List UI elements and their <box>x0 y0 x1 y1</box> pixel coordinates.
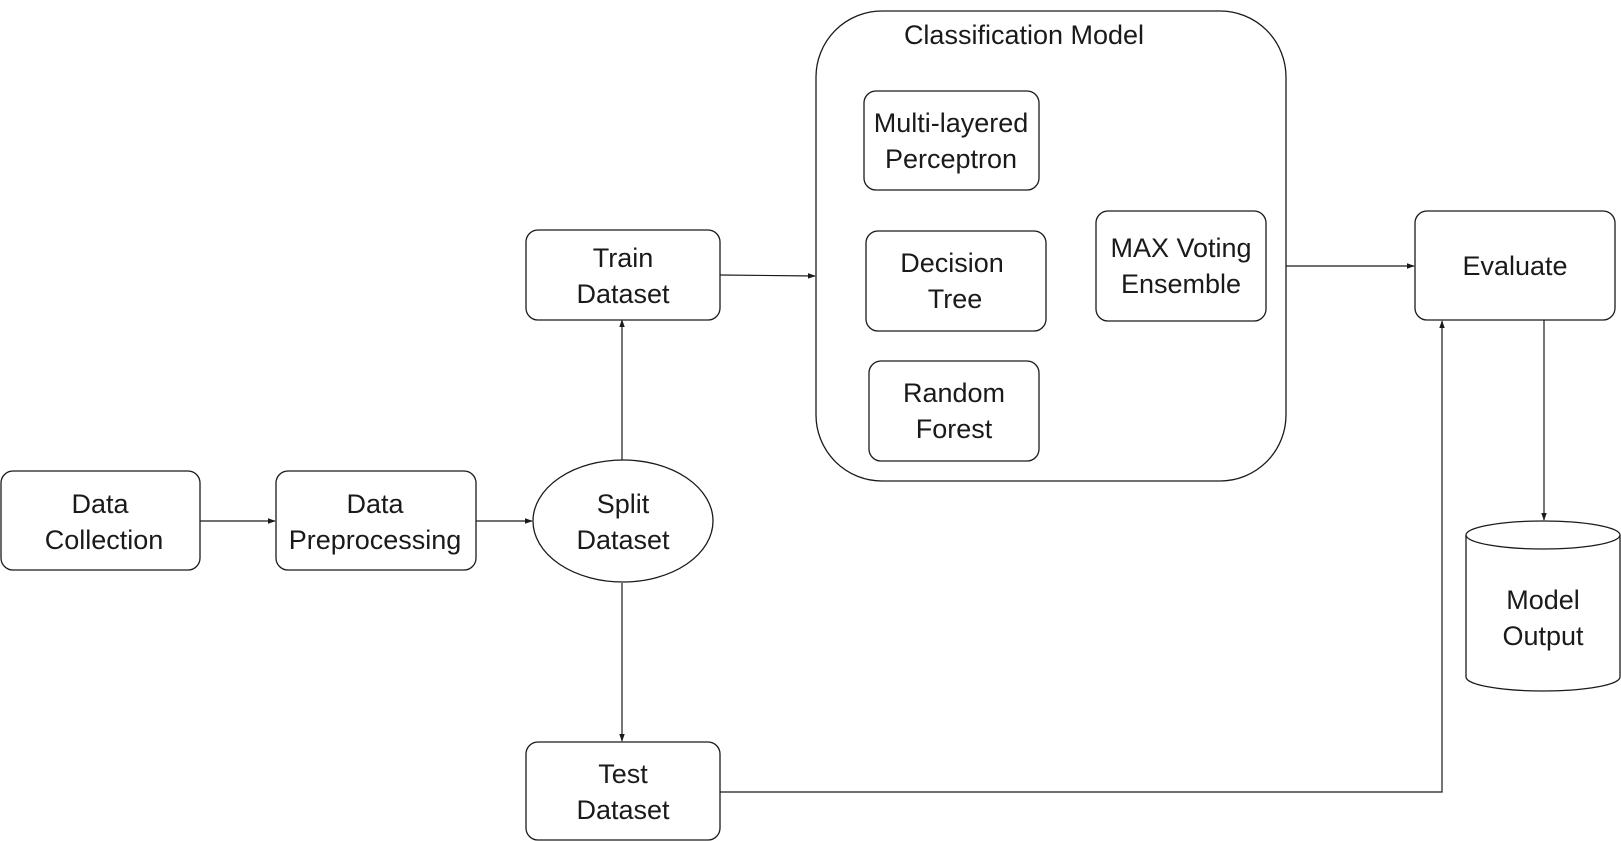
node-split-dataset[interactable]: Split Dataset <box>532 459 714 583</box>
mlp-label-1: Multi-layered <box>874 108 1029 138</box>
node-multi-layered-perceptron[interactable]: Multi-layered Perceptron <box>863 90 1040 191</box>
max-voting-label-1: MAX Voting <box>1110 233 1251 263</box>
max-voting-label-2: Ensemble <box>1121 269 1241 299</box>
node-evaluate[interactable]: Evaluate <box>1414 210 1616 321</box>
decision-tree-label-1: Decision <box>900 248 1004 278</box>
test-dataset-label-1: Test <box>598 759 648 789</box>
train-dataset-label-1: Train <box>593 243 654 273</box>
random-forest-label-1: Random <box>903 378 1005 408</box>
model-output-cylinder-rim <box>1465 534 1621 550</box>
classification-model-title: Classification Model <box>904 20 1144 50</box>
data-collection-label-2: Collection <box>45 525 164 555</box>
edge-train-to-classification <box>719 273 816 279</box>
data-collection-label-1: Data <box>71 489 129 519</box>
node-train-dataset[interactable]: Train Dataset <box>525 229 721 321</box>
data-preprocessing-label-1: Data <box>346 489 404 519</box>
test-dataset-label-2: Dataset <box>576 795 670 825</box>
node-random-forest[interactable]: Random Forest <box>868 360 1040 462</box>
node-data-collection[interactable]: Data Collection <box>0 470 201 571</box>
edge-test-to-evaluate <box>720 320 1445 793</box>
decision-tree-label-2: Tree <box>928 284 983 314</box>
mlp-label-2: Perceptron <box>885 144 1017 174</box>
model-output-label-2: Output <box>1502 621 1584 651</box>
evaluate-label: Evaluate <box>1462 251 1567 281</box>
model-output-cylinder <box>1465 520 1621 692</box>
node-model-output[interactable]: Model Output <box>1465 520 1621 692</box>
node-decision-tree[interactable]: Decision Tree <box>865 230 1047 332</box>
split-dataset-label-2: Dataset <box>576 525 670 555</box>
train-dataset-label-2: Dataset <box>576 279 670 309</box>
split-dataset-label-1: Split <box>597 489 650 519</box>
random-forest-label-2: Forest <box>916 414 993 444</box>
node-data-preprocessing[interactable]: Data Preprocessing <box>275 470 477 571</box>
model-output-label-1: Model <box>1506 585 1580 615</box>
node-max-voting-ensemble[interactable]: MAX Voting Ensemble <box>1095 210 1267 322</box>
data-preprocessing-label-2: Preprocessing <box>289 525 462 555</box>
node-test-dataset[interactable]: Test Dataset <box>525 741 721 841</box>
